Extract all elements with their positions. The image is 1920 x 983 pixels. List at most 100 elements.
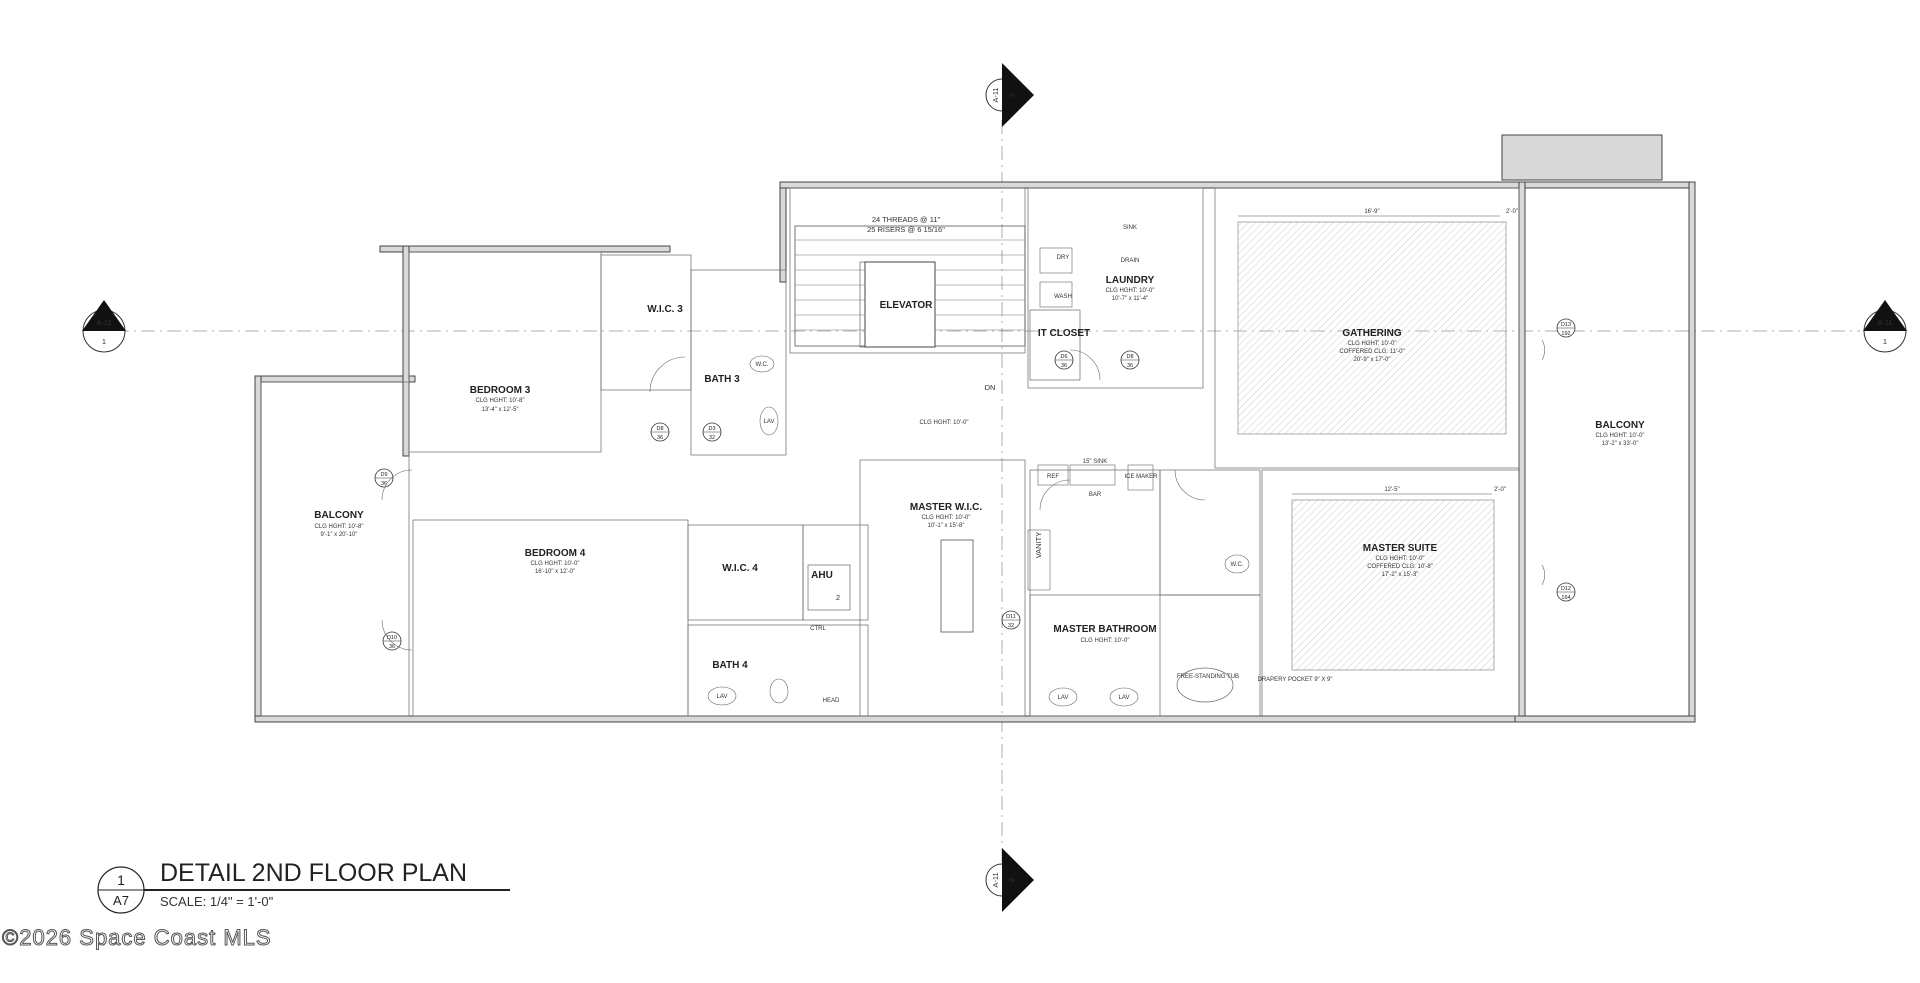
svg-text:DRAIN: DRAIN: [1121, 258, 1140, 264]
svg-text:A-11: A-11: [96, 318, 111, 327]
svg-text:D13: D13: [1561, 322, 1571, 328]
svg-text:32: 32: [1008, 623, 1014, 629]
room-laundry: LAUNDRY CLG HGHT: 10'-0" 10'-7" x 11'-4": [1106, 275, 1155, 302]
svg-text:2: 2: [1007, 878, 1016, 882]
section-marker-top: A-11 2: [985, 63, 1034, 127]
svg-text:20'-9" x 17'-0": 20'-9" x 17'-0": [1354, 357, 1391, 363]
svg-text:15" SINK: 15" SINK: [1083, 459, 1107, 465]
svg-text:9'-1" x 20'-10": 9'-1" x 20'-10": [321, 532, 358, 538]
svg-text:192: 192: [1561, 331, 1570, 337]
svg-text:16'-9": 16'-9": [1364, 209, 1379, 215]
svg-text:CLG HGHT: 10'-0": CLG HGHT: 10'-0": [1596, 433, 1645, 439]
svg-text:GATHERING: GATHERING: [1342, 328, 1401, 339]
svg-text:CLG HGHT: 10'-8": CLG HGHT: 10'-8": [315, 524, 364, 530]
svg-text:D8: D8: [1126, 354, 1133, 360]
svg-text:DRY: DRY: [1057, 255, 1070, 261]
svg-text:24 THREADS @ 11": 24 THREADS @ 11": [872, 215, 941, 224]
svg-text:REF: REF: [1047, 474, 1059, 480]
svg-text:SCALE: 1/4" = 1'-0": SCALE: 1/4" = 1'-0": [160, 894, 274, 909]
svg-text:36: 36: [1127, 363, 1133, 369]
svg-text:2: 2: [1007, 93, 1016, 97]
svg-text:CLG HGHT: 10'-0": CLG HGHT: 10'-0": [1081, 638, 1130, 644]
svg-text:AHU: AHU: [811, 570, 833, 581]
fixtures: 15" SINK REF BAR ICE MAKER VANITY FREE-S…: [707, 225, 1250, 707]
dimension-lines: 16'-9" 2'-0" 12'-5" 2'-0" DRAPERY POCKET…: [1238, 209, 1518, 683]
svg-text:1: 1: [117, 872, 125, 888]
door-tag-d6: D6 36: [1054, 350, 1074, 370]
svg-text:ICE MAKER: ICE MAKER: [1124, 474, 1158, 480]
room-it-closet: IT CLOSET: [1038, 328, 1090, 339]
svg-text:1: 1: [102, 337, 106, 346]
hall-ceiling-label: CLG HGHT: 10'-0": [920, 420, 969, 426]
door-tag-d9: D9 36: [374, 468, 394, 488]
svg-text:LAV: LAV: [717, 694, 728, 700]
svg-text:LAV: LAV: [764, 419, 775, 425]
svg-text:CTRL: CTRL: [810, 626, 826, 632]
svg-text:MASTER W.I.C.: MASTER W.I.C.: [910, 502, 982, 513]
svg-text:13'-2" x 33'-0": 13'-2" x 33'-0": [1602, 441, 1639, 447]
svg-text:16'-10" x 12'-0": 16'-10" x 12'-0": [535, 569, 575, 575]
svg-text:36: 36: [657, 435, 663, 441]
svg-text:DETAIL 2ND FLOOR PLAN: DETAIL 2ND FLOOR PLAN: [160, 859, 467, 887]
room-ahu: AHU 2: [807, 564, 851, 611]
svg-text:MASTER SUITE: MASTER SUITE: [1363, 543, 1438, 554]
watermark: ©2026 Space Coast MLS: [2, 925, 272, 950]
svg-text:13'-4" x 12'-5": 13'-4" x 12'-5": [482, 407, 519, 413]
svg-text:DN: DN: [985, 383, 996, 392]
room-balcony-left: BALCONY CLG HGHT: 10'-8" 9'-1" x 20'-10": [314, 510, 364, 538]
svg-text:CLG HGHT: 10'-0": CLG HGHT: 10'-0": [1376, 556, 1425, 562]
svg-text:LAUNDRY: LAUNDRY: [1106, 275, 1155, 286]
svg-text:COFFERED CLG: 10'-8": COFFERED CLG: 10'-8": [1367, 564, 1433, 570]
room-master-bathroom: MASTER BATHROOM CLG HGHT: 10'-0": [1053, 624, 1156, 644]
master-suite-coffered-area: [1291, 499, 1495, 671]
room-bath-3: BATH 3: [704, 374, 740, 385]
room-wic-3: W.I.C. 3: [647, 304, 683, 315]
svg-text:VANITY: VANITY: [1034, 532, 1043, 559]
section-marker-left: A-11 1: [82, 300, 126, 353]
svg-text:BEDROOM 4: BEDROOM 4: [525, 548, 586, 559]
svg-text:SINK: SINK: [1123, 225, 1137, 231]
svg-text:2: 2: [836, 593, 840, 602]
section-marker-right: A-11 1: [1863, 300, 1907, 353]
room-wic-4: W.I.C. 4: [722, 563, 758, 574]
svg-text:A-11: A-11: [991, 872, 1000, 887]
svg-text:17'-2" x 15'-3": 17'-2" x 15'-3": [1382, 572, 1419, 578]
svg-text:COFFERED CLG: 11'-0": COFFERED CLG: 11'-0": [1339, 349, 1404, 355]
door-swings: [381, 339, 1545, 651]
svg-text:CLG HGHT: 10'-0": CLG HGHT: 10'-0": [922, 515, 971, 521]
door-tag-d11: D11 32: [1001, 610, 1021, 630]
door-tag-d6b: D8 36: [1120, 350, 1140, 370]
svg-text:D8: D8: [656, 426, 663, 432]
svg-text:DRAPERY POCKET 9" X 9": DRAPERY POCKET 9" X 9": [1258, 677, 1333, 683]
svg-text:WASH: WASH: [1054, 294, 1072, 300]
door-tag-d13: D13 192: [1556, 318, 1576, 338]
svg-text:D11: D11: [1006, 614, 1016, 620]
svg-text:CLG HGHT: 10'-0": CLG HGHT: 10'-0": [531, 561, 580, 567]
svg-text:CLG HGHT: 10'-0": CLG HGHT: 10'-0": [1348, 341, 1397, 347]
room-bedroom-4: BEDROOM 4 CLG HGHT: 10'-0" 16'-10" x 12'…: [525, 548, 586, 575]
room-gathering: GATHERING CLG HGHT: 10'-0" COFFERED CLG:…: [1339, 328, 1404, 363]
title-block: 1 A7 DETAIL 2ND FLOOR PLAN SCALE: 1/4" =…: [97, 859, 510, 914]
room-master-suite: MASTER SUITE CLG HGHT: 10'-0" COFFERED C…: [1363, 543, 1438, 578]
svg-text:10'-1" x 15'-8": 10'-1" x 15'-8": [928, 523, 965, 529]
svg-text:12'-5": 12'-5": [1384, 487, 1399, 493]
svg-text:CLG HGHT: 10'-8": CLG HGHT: 10'-8": [476, 398, 525, 404]
svg-text:25 RISERS @ 6 15/16": 25 RISERS @ 6 15/16": [867, 225, 945, 234]
svg-text:A-11: A-11: [991, 87, 1000, 102]
room-bedroom-3: BEDROOM 3 CLG HGHT: 10'-8" 13'-4" x 12'-…: [470, 385, 531, 413]
svg-text:BAR: BAR: [1089, 492, 1102, 498]
stairs: 24 THREADS @ 11" 25 RISERS @ 6 15/16" DN: [794, 215, 1026, 392]
svg-text:W.C.: W.C.: [756, 362, 769, 368]
svg-text:HEAD: HEAD: [823, 698, 840, 704]
room-bath-4: BATH 4: [712, 660, 748, 671]
svg-text:BEDROOM 3: BEDROOM 3: [470, 385, 531, 396]
svg-text:CLG HGHT: 10'-0": CLG HGHT: 10'-0": [1106, 288, 1155, 294]
svg-text:1: 1: [1883, 337, 1887, 346]
svg-text:D10: D10: [387, 635, 397, 641]
door-tag-d12: D12 164: [1556, 582, 1576, 602]
door-tags: D8 36 D3 32 D9 36 D10 36 D11 32: [374, 318, 1576, 651]
svg-text:W.C.: W.C.: [1231, 562, 1244, 568]
section-marker-bottom: A-11 2: [985, 848, 1034, 912]
svg-text:MASTER BATHROOM: MASTER BATHROOM: [1053, 624, 1156, 635]
door-tag-d8: D8 36: [650, 422, 670, 442]
